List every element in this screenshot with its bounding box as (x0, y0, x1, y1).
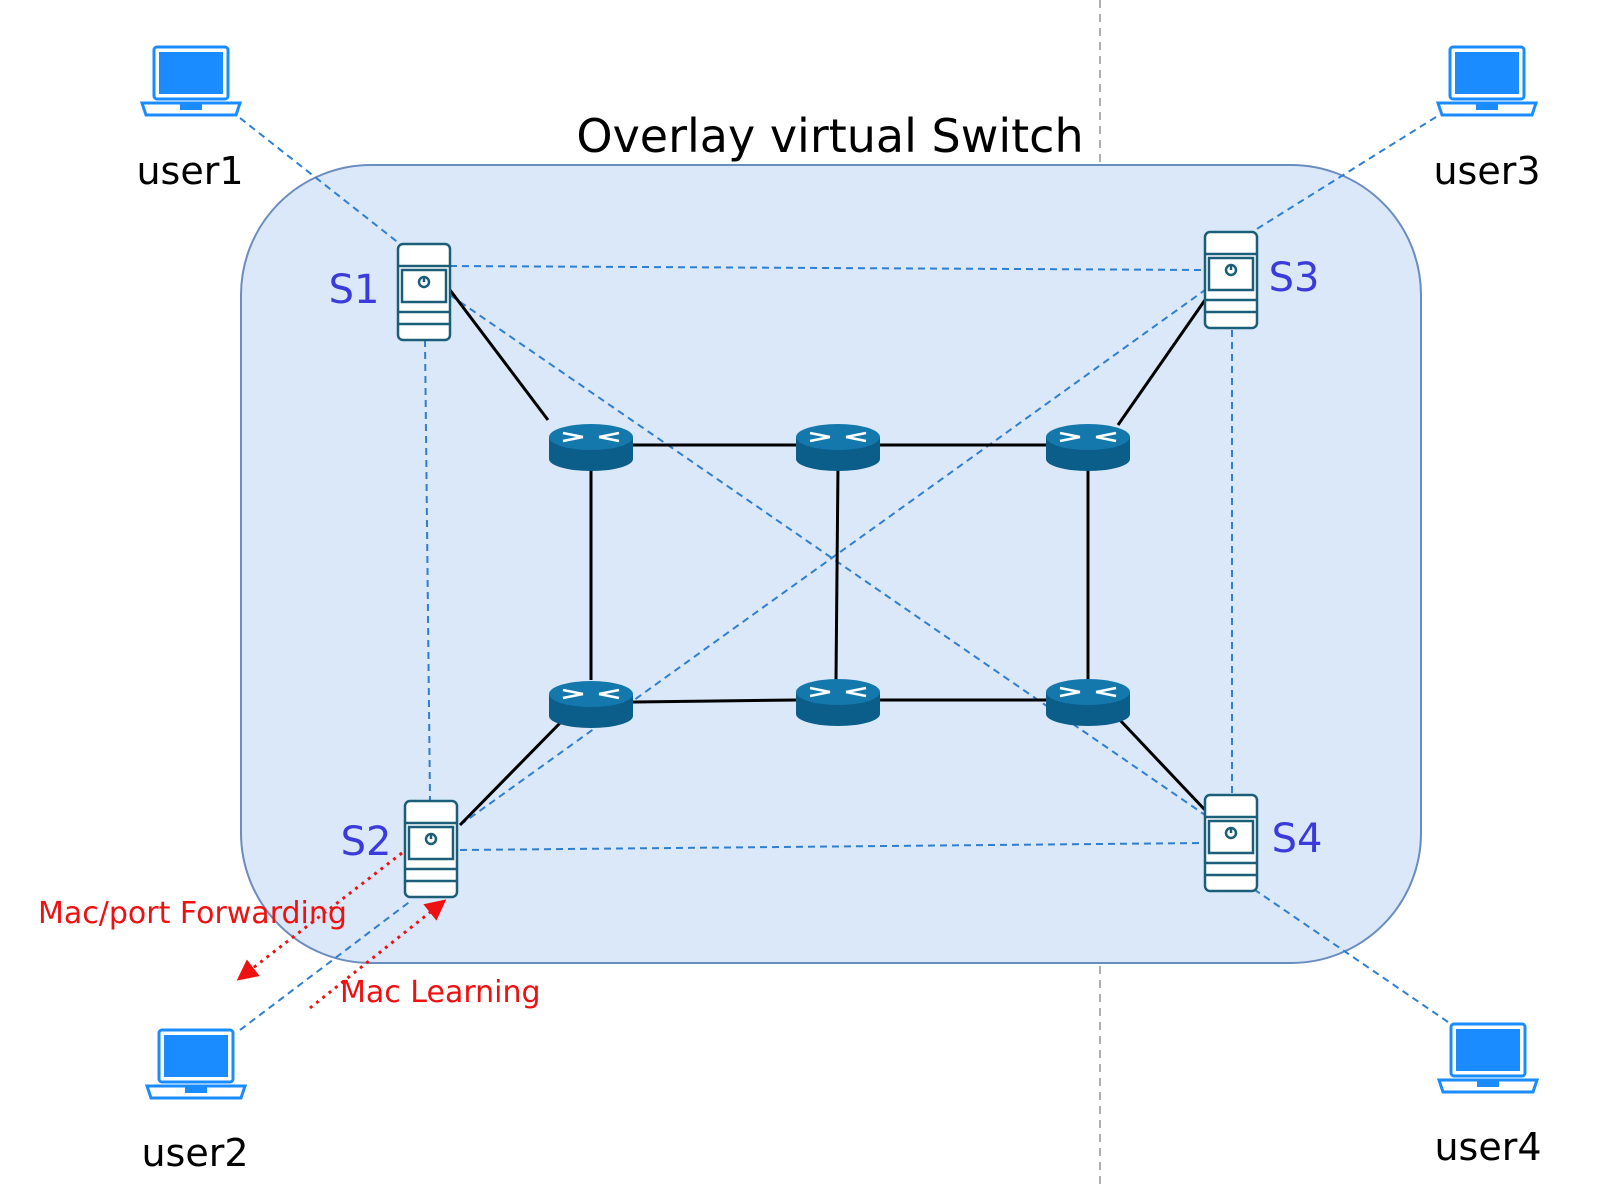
server-icon (1203, 793, 1259, 893)
link-s3-r3 (1116, 299, 1207, 426)
diagram-title: Overlay virtual Switch (576, 109, 1083, 163)
link-s2-r4 (458, 718, 565, 827)
physical-links (448, 289, 1207, 827)
server-icon (403, 799, 459, 899)
user3-label: user3 (1433, 149, 1540, 193)
link-r2-r5 (834, 464, 840, 681)
forwarding-label: Mac/port Forwarding (38, 896, 347, 931)
s3-label: S3 (1269, 255, 1320, 301)
server-icon (396, 242, 452, 342)
user1-label: user1 (136, 149, 243, 193)
forwarding-arrow (236, 851, 403, 981)
overlay-links (239, 116, 1449, 1031)
router-icon (796, 679, 880, 726)
link-s2-s3 (459, 289, 1206, 826)
s1-label: S1 (329, 267, 380, 313)
laptop-icon (139, 45, 243, 117)
link-user1-s1 (239, 117, 401, 245)
laptop-icon (1436, 1022, 1540, 1094)
router-icon (1046, 424, 1130, 471)
learning-label: Mac Learning (340, 975, 541, 1010)
router-icon (549, 424, 633, 471)
s2-label: S2 (341, 819, 392, 865)
link-user4-s4 (1254, 889, 1449, 1023)
s4-label: S4 (1272, 816, 1323, 862)
laptop-icon (1435, 45, 1539, 117)
link-s2-s4 (459, 842, 1206, 851)
router-icon (796, 424, 880, 471)
link-s1-s3 (449, 265, 1206, 271)
overlay-switch-region (240, 164, 1422, 964)
user2-label: user2 (141, 1131, 248, 1175)
link-s1-r1 (448, 289, 550, 421)
link-s1-s2 (424, 339, 431, 801)
link-user3-s3 (1251, 116, 1437, 233)
link-s4-r6 (1116, 716, 1207, 812)
server-icon (1203, 230, 1259, 330)
link-r4-r5 (631, 698, 798, 704)
user4-label: user4 (1434, 1125, 1541, 1169)
router-icon (1046, 679, 1130, 726)
link-s1-s4 (449, 294, 1206, 816)
router-icon (549, 681, 633, 728)
laptop-icon (144, 1028, 248, 1100)
